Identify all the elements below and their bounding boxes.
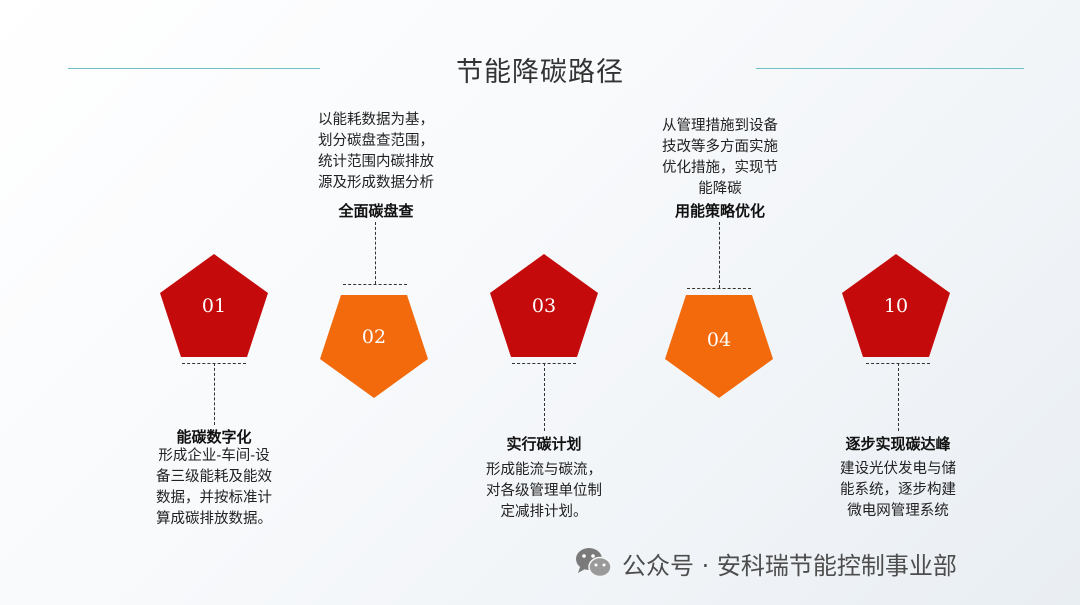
step-1-connector-v — [214, 363, 215, 425]
step-1-heading: 能碳数字化 — [176, 428, 252, 446]
step-4-pentagon: 04 — [665, 294, 773, 398]
step-3-description: 形成能流与碳流，对各级管理单位制定减排计划。 — [486, 462, 602, 520]
step-1-pentagon: 01 — [160, 254, 268, 358]
footer-watermark: 公众号 · 安科瑞节能控制事业部 — [574, 546, 957, 580]
step-3-number: 03 — [531, 295, 557, 317]
step-2-connector-v — [375, 222, 376, 284]
step-2-number: 02 — [361, 326, 387, 348]
step-5-pentagon: 10 — [842, 254, 950, 358]
step-1-number: 01 — [201, 295, 227, 317]
step-1-description: 形成企业-车间-设备三级能耗及能效数据，并按标准计算成碳排放数据。 — [156, 448, 272, 527]
step-5-heading: 逐步实现碳达峰 — [845, 435, 951, 453]
step-3-pentagon: 03 — [490, 254, 598, 358]
step-2-description: 以能耗数据为基，划分碳盘查范围，统计范围内碳排放源及形成数据分析 — [318, 112, 434, 191]
title-line-right — [756, 68, 1024, 69]
footer-text: 公众号 · 安科瑞节能控制事业部 — [622, 551, 957, 580]
step-5-description: 建设光伏发电与储能系统，逐步构建微电网管理系统 — [840, 461, 956, 519]
step-2-pentagon: 02 — [320, 294, 428, 398]
step-5-number: 10 — [883, 295, 909, 317]
step-2-connector-h — [343, 284, 407, 285]
step-5-connector-v — [898, 363, 899, 431]
step-4-description: 从管理措施到设备技改等多方面实施优化措施，实现节能降碳 — [662, 118, 778, 197]
step-4-connector-h — [687, 288, 751, 289]
step-2-heading: 全面碳盘查 — [338, 202, 414, 220]
step-4-connector-v — [719, 222, 720, 288]
page-title: 节能降碳路径 — [456, 57, 624, 88]
wechat-icon — [576, 548, 612, 578]
step-3-connector-v — [544, 363, 545, 431]
step-4-heading: 用能策略优化 — [674, 202, 765, 220]
step-3-heading: 实行碳计划 — [506, 435, 582, 453]
step-4-number: 04 — [706, 329, 732, 351]
title-line-left — [68, 68, 320, 69]
